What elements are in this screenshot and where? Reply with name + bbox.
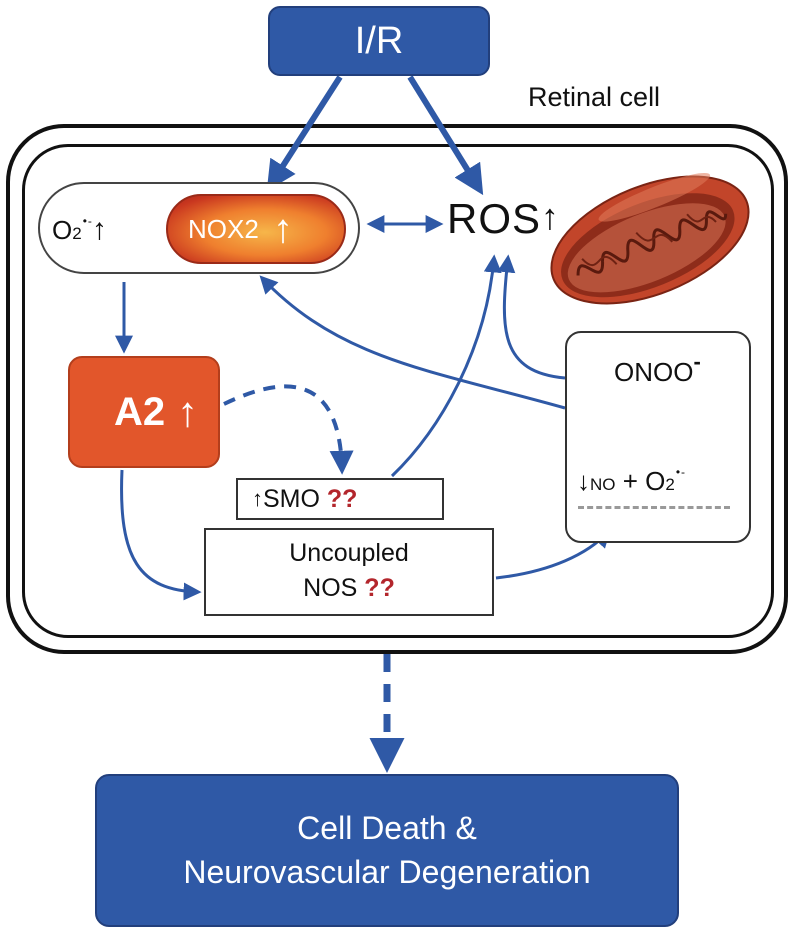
arrow-onoo-to-ros: [497, 254, 566, 380]
a2-up-arrow-icon: ↑: [177, 388, 199, 435]
cell-membrane-outer: [6, 124, 788, 654]
smo-question-marks: ??: [326, 484, 358, 513]
smo-up-arrow-icon: ↑: [252, 486, 263, 511]
onoo-text: ONOO: [614, 357, 694, 387]
nox2-label: NOX2: [188, 213, 259, 244]
onoo-superscript: -: [693, 349, 701, 374]
nos-line1: Uncoupled: [289, 539, 409, 567]
nos-line2-wrap: NOS ??: [206, 571, 492, 606]
nos-line2: NOS: [303, 574, 358, 602]
arrow-ir-to-ros: [407, 75, 484, 196]
plus-sign: +: [622, 466, 638, 496]
arrow-a2-to-nos: [120, 469, 202, 601]
onoo-label: ONOO-: [614, 349, 701, 388]
no-down-arrow-icon: ↓: [577, 466, 590, 496]
arrow-smo-to-ros: [390, 254, 502, 478]
cell-death-line1: Cell Death &: [297, 810, 477, 847]
no-text: NO: [590, 475, 616, 494]
arrow-ir-to-nox2: [266, 75, 343, 192]
reaction-o2-subscript: 2: [665, 475, 675, 494]
smo-box: ↑SMO ??: [236, 478, 444, 520]
a2-label: A2: [114, 389, 166, 434]
ir-box: I/R: [268, 6, 490, 76]
o2-symbol: O: [52, 215, 73, 245]
nox2-badge: NOX2 ↑: [166, 194, 346, 264]
dashed-separator: [578, 506, 730, 509]
superoxide-label: O2•-↑: [52, 213, 107, 247]
reaction-o2-superscript: •-: [675, 465, 687, 479]
smo-label: SMO: [263, 484, 320, 513]
ros-text: ROS: [447, 195, 542, 242]
o2-up-arrow-icon: ↑: [91, 213, 107, 246]
reaction-o2-symbol: O: [645, 466, 666, 496]
cell-death-box: Cell Death & Neurovascular Degeneration: [95, 774, 679, 927]
mitochondrion-illustration: [550, 172, 750, 305]
no-reaction-label: ↓NO + O2•-: [577, 465, 687, 497]
nox2-up-arrow-icon: ↑: [272, 206, 293, 251]
cell-death-line2: Neurovascular Degeneration: [183, 853, 591, 890]
a2-box: A2 ↑: [68, 356, 220, 468]
o2-subscript: 2: [72, 224, 82, 243]
o2-superscript: •-: [82, 214, 93, 228]
arrow-onoo-to-nox2: [259, 275, 566, 410]
ros-label: ROS↑: [447, 195, 560, 243]
uncoupled-nos-box: Uncoupled NOS ??: [204, 528, 494, 616]
ir-label: I/R: [354, 19, 404, 62]
cell-membrane-inner: [22, 144, 774, 638]
retinal-cell-label: Retinal cell: [528, 82, 661, 112]
nos-question-marks: ??: [364, 574, 395, 602]
arrow-a2-to-smo: [223, 384, 354, 475]
ros-up-arrow-icon: ↑: [541, 196, 561, 237]
